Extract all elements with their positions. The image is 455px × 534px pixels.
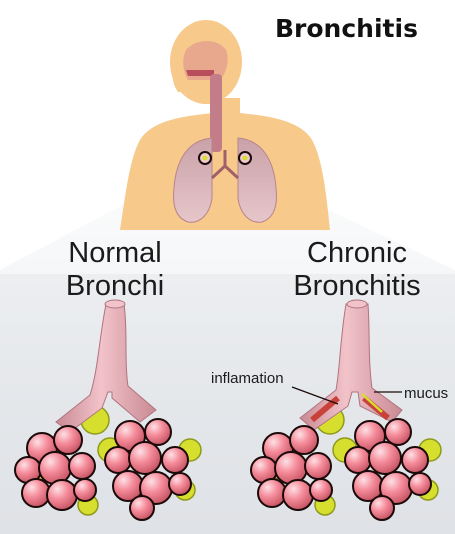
chronic-bronchitis-heading: Chronic Bronchitis [272,237,442,303]
normal-heading-line2: Bronchi [50,270,180,303]
chronic-heading-line1: Chronic [272,237,442,270]
chronic-heading-line2: Bronchitis [272,270,442,303]
human-silhouette [120,20,330,230]
inflamation-label: inflamation [211,370,284,387]
mucus-label: mucus [404,385,448,402]
diagram-title: Bronchitis [275,14,418,43]
normal-bronchi-heading: Normal Bronchi [50,237,180,303]
normal-heading-line1: Normal [50,237,180,270]
